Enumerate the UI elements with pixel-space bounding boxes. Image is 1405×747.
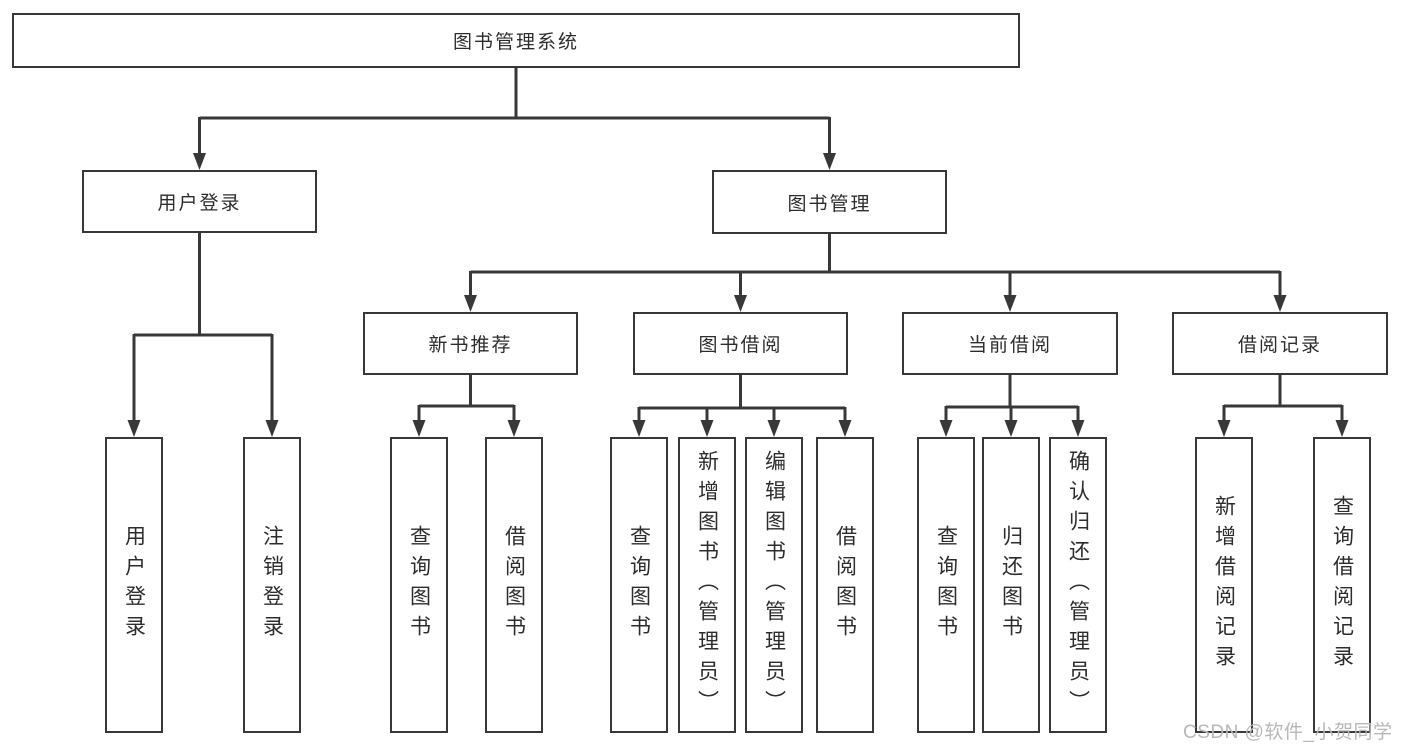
arrowhead <box>464 295 477 312</box>
arrowheads <box>127 153 1349 437</box>
leaf-query-books-current: 查询图书 <box>917 437 975 733</box>
connector-new-book-to-leaves <box>417 375 516 421</box>
arrowhead <box>734 295 747 312</box>
leaf-confirm-return-admin: 确认归还（管理员） <box>1049 437 1107 733</box>
arrowhead <box>700 420 714 437</box>
csdn-watermark: CSDN @软件_小贺同学 <box>1183 722 1393 743</box>
arrowhead <box>1003 295 1017 312</box>
arrowhead <box>507 420 521 437</box>
arrowhead <box>939 420 953 437</box>
leaf-query-borrow-record: 查询借阅记录 <box>1313 437 1371 733</box>
leaf-return-books: 归还图书 <box>982 437 1040 733</box>
arrowhead <box>632 420 646 437</box>
arrowhead <box>1217 420 1231 437</box>
node-book-management: 图书管理 <box>712 170 947 234</box>
arrowhead <box>1273 295 1287 312</box>
leaf-query-books-borrow: 查询图书 <box>610 437 668 733</box>
connector-current-borrow-to-leaves <box>944 375 1080 421</box>
node-borrow-records: 借阅记录 <box>1172 312 1388 375</box>
arrowhead <box>193 153 206 170</box>
arrowhead <box>767 420 781 437</box>
leaf-logout: 注销登录 <box>243 437 301 733</box>
arrowhead <box>265 420 279 437</box>
leaf-user-login: 用户登录 <box>105 437 163 733</box>
connector-book-management-to-level3 <box>469 234 1282 296</box>
arrowhead <box>823 153 836 170</box>
leaf-edit-books-admin: 编辑图书（管理员） <box>745 437 803 733</box>
node-root-system: 图书管理系统 <box>12 13 1020 68</box>
connector-borrow-records-to-leaves <box>1222 375 1344 421</box>
connector-book-borrow-to-leaves <box>637 375 847 421</box>
arrowhead <box>1335 420 1349 437</box>
leaf-add-books-admin: 新增图书（管理员） <box>678 437 736 733</box>
arrowhead <box>838 420 852 437</box>
arrowhead <box>412 420 426 437</box>
arrowhead <box>1071 420 1085 437</box>
connector-root-to-level2 <box>198 68 831 154</box>
leaf-borrow-books: 借阅图书 <box>816 437 874 733</box>
node-book-borrow: 图书借阅 <box>633 312 848 375</box>
node-new-book-recommend: 新书推荐 <box>363 312 578 375</box>
arrowhead <box>127 420 141 437</box>
leaf-add-borrow-record: 新增借阅记录 <box>1195 437 1253 733</box>
node-user-login: 用户登录 <box>82 170 317 233</box>
leaf-query-books-recommend: 查询图书 <box>390 437 448 733</box>
connector-user-login-to-leaves <box>132 233 274 421</box>
leaf-borrow-books-recommend: 借阅图书 <box>485 437 543 733</box>
arrowhead <box>1004 420 1018 437</box>
node-current-borrow: 当前借阅 <box>902 312 1118 375</box>
